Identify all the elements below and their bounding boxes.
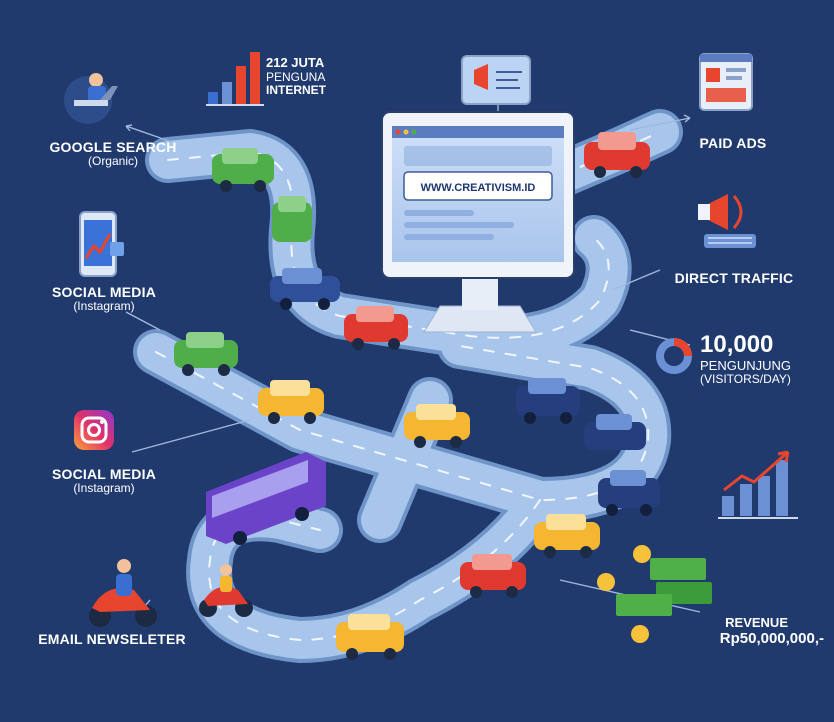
car-yellow-icon — [258, 380, 324, 424]
growth-chart-icon — [718, 450, 798, 519]
car-yellow-icon — [534, 514, 600, 558]
email-newsletter-title: EMAIL NEWSELETER — [38, 631, 186, 647]
google-search-title: GOOGLE SEARCH — [49, 139, 177, 155]
website-monitor: WWW.CREATIVISM.ID — [381, 111, 575, 333]
direct-traffic-title: DIRECT TRAFFIC — [674, 270, 794, 286]
browser-ads-icon — [699, 53, 753, 111]
scooter-rider-icon — [89, 559, 157, 627]
car-red-icon — [344, 306, 408, 350]
paid-ads-label: PAID ADS — [690, 135, 776, 151]
smartphone-chart-icon — [79, 211, 124, 277]
car-red-icon — [584, 132, 650, 178]
google-search-label: GOOGLE SEARCH (Organic) — [42, 139, 184, 169]
website-url: WWW.CREATIVISM.ID — [421, 182, 536, 194]
revenue-stat: REVENUE Rp50,000,000,- — [664, 615, 824, 647]
internet-users-line3: INTERNET — [266, 82, 326, 97]
internet-users-line1: 212 JUTA — [266, 55, 325, 70]
car-yellow-icon — [404, 404, 470, 448]
car-green-icon — [174, 332, 238, 376]
car-navy-icon — [584, 414, 646, 450]
visitors-line2: (VISITORS/DAY) — [700, 372, 791, 387]
car-green-icon — [212, 148, 274, 192]
car-navy-icon — [516, 378, 580, 424]
social-media-2-label: SOCIAL MEDIA (Instagram) — [44, 466, 164, 496]
paid-ads-title: PAID ADS — [699, 135, 767, 151]
visitors-value: 10,000 — [700, 331, 774, 358]
direct-traffic-label: DIRECT TRAFFIC — [668, 270, 800, 286]
social-media-1-title: SOCIAL MEDIA — [51, 284, 157, 300]
internet-users-stat: 212 JUTA PENGUNA INTERNET — [266, 55, 326, 97]
visitors-line1: PENGUNJUNG — [700, 357, 792, 373]
social-media-2-subtitle: (Instagram) — [73, 481, 135, 496]
bus-purple-icon — [206, 452, 326, 545]
car-yellow-icon — [336, 614, 404, 660]
internet-users-line2: PENGUNA — [266, 69, 326, 84]
megaphone-keyboard-icon — [698, 194, 756, 248]
user-laptop-icon — [64, 73, 118, 124]
revenue-label: REVENUE — [725, 615, 788, 630]
car-green-icon — [272, 196, 312, 242]
vehicles — [174, 132, 660, 660]
source-icons — [64, 52, 798, 643]
money-coins-icon — [597, 545, 712, 643]
visitors-stat: 10,000 PENGUNJUNG (VISITORS/DAY) — [700, 331, 792, 387]
car-red-icon — [460, 554, 526, 598]
email-newsletter-label: EMAIL NEWSELETER — [30, 631, 194, 647]
instagram-icon — [74, 410, 114, 450]
scooter-icon — [199, 564, 253, 617]
social-media-1-label: SOCIAL MEDIA (Instagram) — [44, 284, 164, 314]
social-media-2-title: SOCIAL MEDIA — [51, 466, 157, 482]
bar-chart-icon — [206, 52, 264, 106]
car-navy-icon — [598, 470, 660, 516]
google-search-subtitle: (Organic) — [87, 154, 138, 169]
social-media-1-subtitle: (Instagram) — [73, 299, 135, 314]
revenue-value: Rp50,000,000,- — [719, 629, 824, 647]
donut-chart-icon — [656, 338, 692, 374]
car-blue-icon — [270, 268, 340, 310]
ads-board-icon — [461, 55, 531, 105]
